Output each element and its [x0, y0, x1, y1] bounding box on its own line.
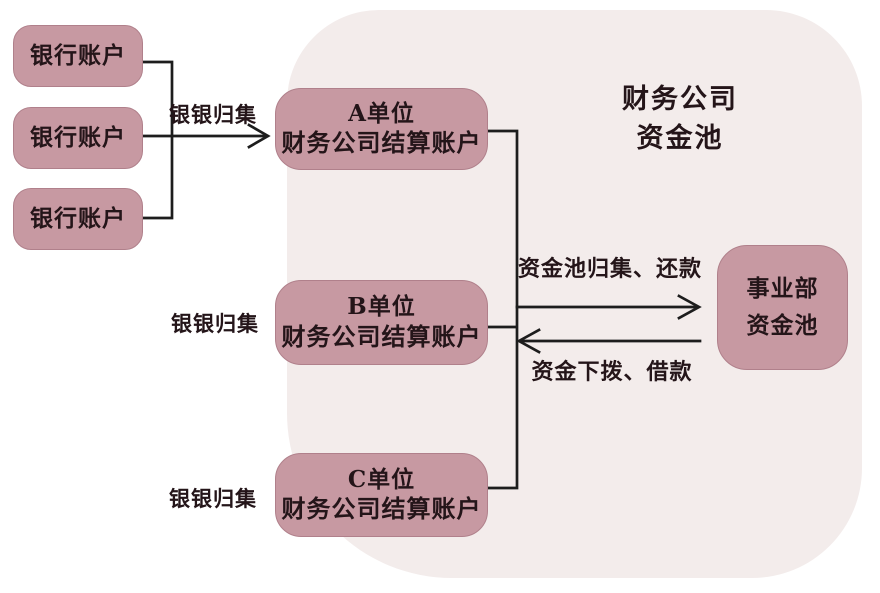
bank-account-label: 银行账户 — [30, 124, 126, 152]
bank-collection-label-top: 银银归集 — [169, 102, 257, 127]
bank-account-box-2: 银行账户 — [13, 107, 143, 169]
bank-account-label: 银行账户 — [30, 42, 126, 70]
unit-c-settlement-account-box: C单位 财务公司结算账户 — [275, 453, 488, 537]
unit-a-settlement-account-box: A单位 财务公司结算账户 — [275, 88, 488, 170]
bank-account-box-3: 银行账户 — [13, 188, 143, 250]
unit-a-account-type: 财务公司结算账户 — [281, 128, 482, 158]
unit-c-name: C单位 — [347, 465, 416, 493]
unit-b-account-type: 财务公司结算账户 — [281, 321, 482, 351]
flow-label-to-pool: 资金池归集、还款 — [517, 256, 702, 282]
unit-b-settlement-account-box: B单位 财务公司结算账户 — [275, 280, 488, 365]
bank-tree-connector — [141, 60, 174, 220]
unit-b-name: B单位 — [347, 293, 416, 321]
pool-title-line2: 资金池 — [636, 123, 724, 155]
flow-label-from-pool: 资金下拨、借款 — [531, 359, 693, 385]
division-pool-line1: 事业部 — [746, 274, 819, 302]
bank-account-box-1: 银行账户 — [13, 25, 143, 87]
pool-title-line1: 财务公司 — [622, 84, 738, 115]
bank-account-label: 银行账户 — [30, 205, 126, 233]
division-pool-line2: 资金池 — [746, 311, 819, 339]
finance-company-pool-title: 财务公司 资金池 — [570, 80, 790, 158]
unit-a-name: A单位 — [348, 99, 415, 127]
unit-c-account-type: 财务公司结算账户 — [281, 494, 482, 524]
division-pool-box: 事业部 资金池 — [717, 245, 848, 370]
bank-collection-label-unit-c: 银银归集 — [169, 486, 257, 511]
bank-collection-label-unit-b: 银银归集 — [171, 311, 259, 336]
